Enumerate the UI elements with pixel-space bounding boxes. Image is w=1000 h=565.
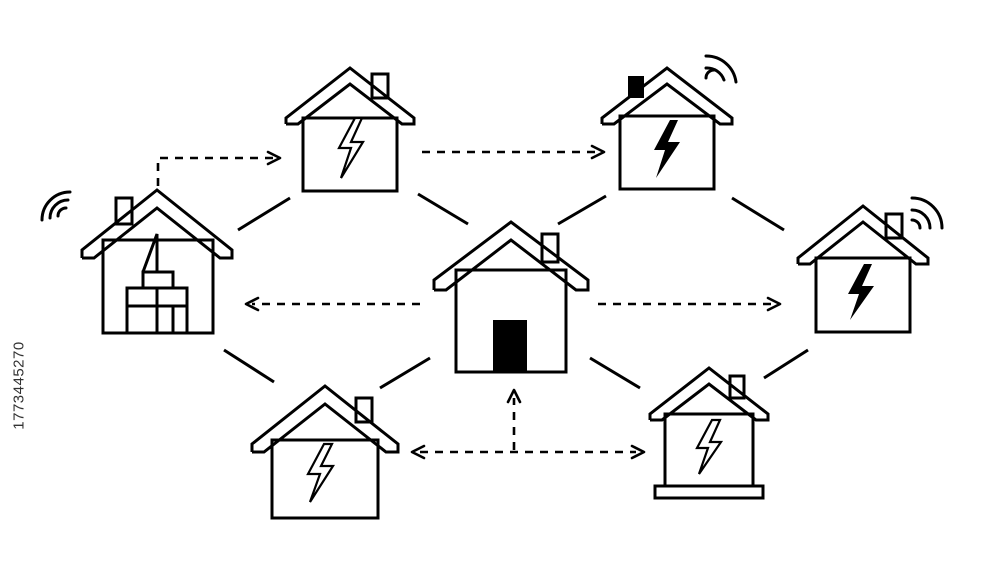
generator-house — [40, 188, 234, 335]
top-right-house-roof — [600, 66, 734, 126]
power-house-bottom-left — [250, 384, 400, 520]
lightning-bolt-icon — [337, 116, 365, 179]
lightning-bolt-icon — [695, 418, 724, 475]
link-top-left-center — [417, 192, 469, 226]
door-icon — [493, 320, 527, 372]
top-left-house-roof — [284, 66, 416, 126]
stock-id-text: 1773445270 — [10, 340, 28, 430]
flow-arrow-bottom-exchange — [410, 388, 646, 460]
center-house-roof — [432, 220, 590, 292]
lightning-bolt-icon — [306, 442, 336, 503]
factory-icon — [125, 233, 189, 335]
bottom-right-house-roof — [648, 366, 770, 422]
link-center-top-right — [557, 194, 607, 226]
link-bottom-left-center — [379, 356, 431, 390]
link-top-right-right — [731, 196, 785, 232]
link-center-bottom-right — [589, 356, 641, 390]
power-house-right — [796, 196, 944, 334]
center-house — [432, 220, 590, 374]
power-house-top-right — [600, 54, 738, 191]
flow-arrow-center-to-generator — [244, 296, 420, 312]
generator-house-roof — [80, 188, 234, 260]
lightning-bolt-icon — [848, 264, 874, 320]
link-generator-top-left — [237, 196, 291, 232]
wifi-signal-icon — [40, 190, 72, 222]
stock-id-watermark: 1773445270 — [4, 300, 34, 470]
link-generator-bottom-left — [223, 348, 275, 384]
energy-flows — [156, 144, 782, 460]
flow-arrow-top-left-to-top-right — [422, 144, 606, 160]
flow-arrow-generator-to-top-left — [156, 150, 282, 186]
flow-arrow-center-to-right — [598, 296, 782, 312]
lightning-bolt-icon — [654, 120, 680, 178]
bottom-left-house-roof — [250, 384, 400, 454]
link-bottom-right-right — [763, 348, 809, 380]
wifi-signal-icon — [704, 54, 738, 84]
top-right-house-chimney — [628, 76, 644, 98]
wifi-signal-icon — [910, 196, 944, 230]
power-house-bottom-right — [648, 366, 770, 500]
power-house-top-left — [284, 66, 416, 193]
right-house-roof — [796, 204, 930, 266]
bottom-right-house-base — [653, 484, 765, 500]
network-links — [223, 192, 809, 390]
